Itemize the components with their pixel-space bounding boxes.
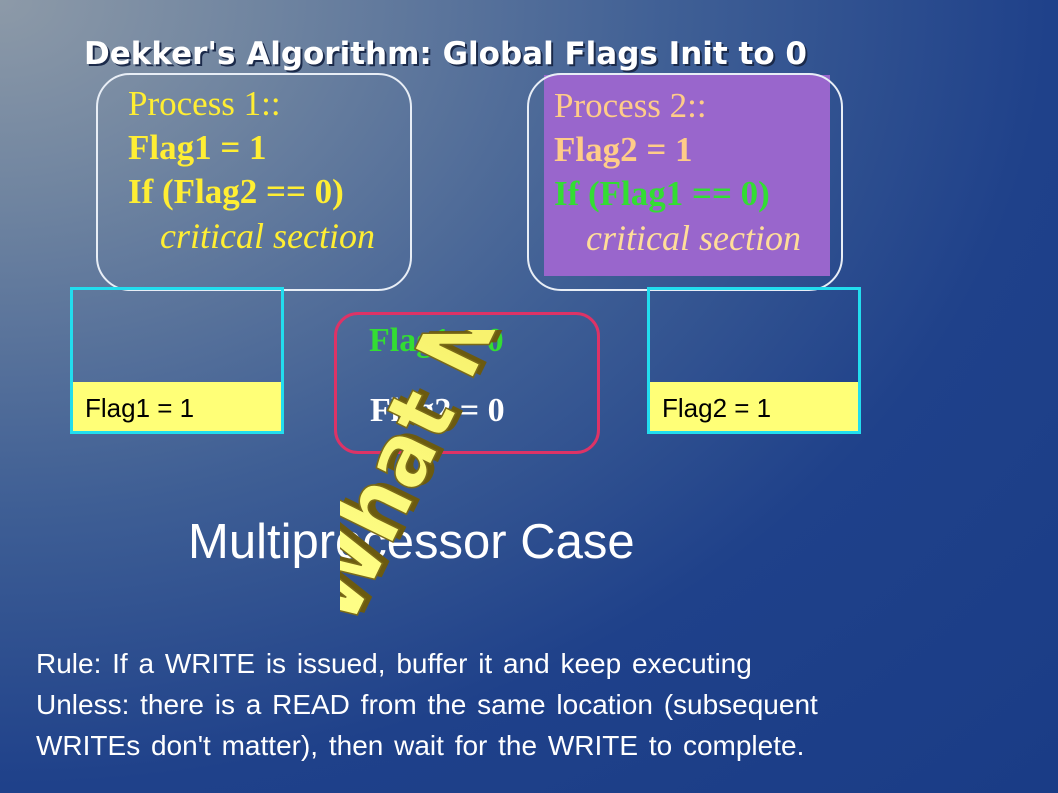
- process2-line2: If (Flag1 == 0): [554, 174, 770, 213]
- slide-title: Dekker's Algorithm: Global Flags Init to…: [84, 36, 807, 72]
- process1-label: Process 1::: [128, 84, 281, 123]
- rules-line3: WRITEs don't matter), then wait for the …: [36, 730, 805, 761]
- process1-box: [96, 73, 412, 291]
- process1-line3: critical section: [160, 216, 375, 256]
- process2-label: Process 2::: [554, 86, 707, 125]
- process2-line1: Flag2 = 1: [554, 130, 693, 169]
- process2-highlight: [544, 75, 830, 276]
- shared-memory-box: [334, 312, 600, 454]
- section-heading: Multiprocessor Case: [188, 515, 635, 569]
- memory-flag2: Flag2 = 0: [370, 392, 505, 429]
- rules-line1: Rule: If a WRITE is issued, buffer it an…: [36, 648, 752, 679]
- wordart-text: What Now??: [340, 330, 600, 640]
- write-buffer-1: Flag1 = 1: [70, 287, 284, 434]
- write-buffer-1-entry: Flag1 = 1: [73, 382, 281, 431]
- write-buffer-2: Flag2 = 1: [647, 287, 861, 434]
- write-buffer-2-entry: Flag2 = 1: [650, 382, 858, 431]
- rules-line2: Unless: there is a READ from the same lo…: [36, 689, 818, 720]
- process1-line1: Flag1 = 1: [128, 128, 267, 167]
- rules-text: Rule: If a WRITE is issued, buffer it an…: [36, 643, 1051, 766]
- process1-code: Process 1:: Flag1 = 1 If (Flag2 == 0) cr…: [128, 82, 375, 258]
- memory-flag1: Flag1 = 0: [369, 322, 504, 359]
- process2-box: [527, 73, 843, 291]
- process2-line3: critical section: [586, 218, 801, 258]
- process2-code: Process 2:: Flag2 = 1 If (Flag1 == 0) cr…: [554, 84, 801, 260]
- process1-line2: If (Flag2 == 0): [128, 172, 344, 211]
- what-now-wordart: What Now?? What Now??: [340, 330, 600, 640]
